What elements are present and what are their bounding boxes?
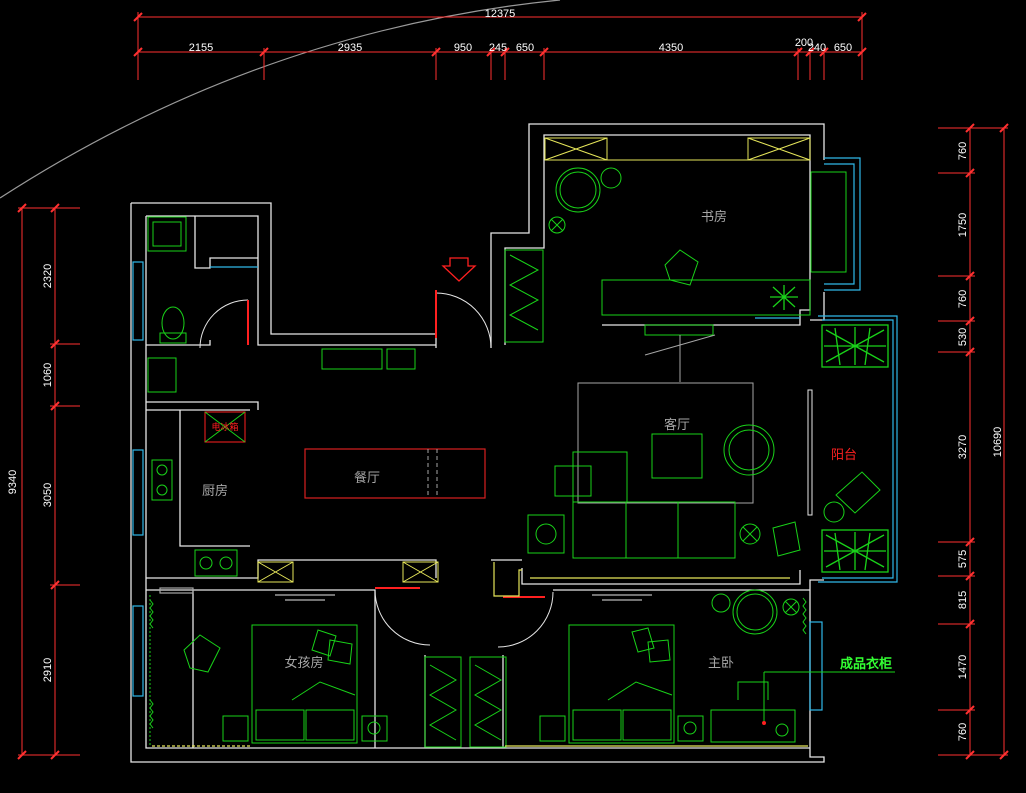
door-leaves: [247, 290, 545, 598]
left-dim-2: 1060: [42, 363, 54, 387]
left-dim-3: 3050: [42, 483, 54, 507]
right-dimension-ticks: [965, 123, 1009, 760]
balcony-label: 阳台: [831, 448, 857, 463]
right-total-dim: 10690: [992, 427, 1004, 458]
outer-walls: [130, 123, 825, 763]
right-dim-6: 575: [957, 550, 969, 568]
living-room-label: 客厅: [664, 417, 690, 433]
top-dim-8: 240: [808, 42, 826, 54]
left-total-dim: 9340: [7, 470, 19, 494]
girls-room-label: 女孩房: [284, 655, 323, 671]
top-dim-5: 650: [516, 42, 534, 54]
reference-arc: [0, 0, 561, 199]
baseboards: [152, 562, 808, 747]
fridge-label: 电冰箱: [211, 421, 238, 433]
top-dim-2: 2935: [338, 42, 362, 54]
study-label: 书房: [701, 209, 727, 225]
plant-icons: [770, 285, 889, 573]
right-dim-8: 1470: [957, 655, 969, 679]
top-dim-3: 950: [454, 42, 472, 54]
top-dim-4: 245: [489, 42, 507, 54]
top-dim-6: 4350: [659, 42, 683, 54]
wardrobe-label: 成品衣柜: [840, 656, 892, 672]
kitchen-label: 厨房: [202, 483, 228, 499]
right-dim-5: 3270: [957, 435, 969, 459]
right-dim-9: 760: [957, 723, 969, 741]
left-dim-4: 2910: [42, 658, 54, 682]
dining-room-label: 餐厅: [354, 470, 380, 486]
right-dim-3: 760: [957, 290, 969, 308]
furniture: [147, 137, 895, 748]
dining-table: [304, 448, 486, 499]
right-dim-1: 760: [957, 142, 969, 160]
top-dim-1: 2155: [189, 42, 213, 54]
doors: [199, 292, 554, 648]
windows: [132, 157, 898, 711]
right-dim-4: 530: [957, 328, 969, 346]
top-dim-9: 650: [834, 42, 852, 54]
right-dim-7: 815: [957, 591, 969, 609]
top-dimension-ticks: [133, 12, 867, 57]
entrance-arrow-icon: [441, 257, 477, 282]
left-dimension-ticks: [17, 203, 60, 760]
top-total-dim: 12375: [485, 8, 516, 20]
master-bedroom-label: 主卧: [708, 656, 734, 671]
top-dim-7: 200: [795, 37, 813, 49]
bed-lamps: [275, 334, 716, 601]
left-dim-1: 2320: [42, 264, 54, 288]
right-dim-2: 1750: [957, 213, 969, 237]
